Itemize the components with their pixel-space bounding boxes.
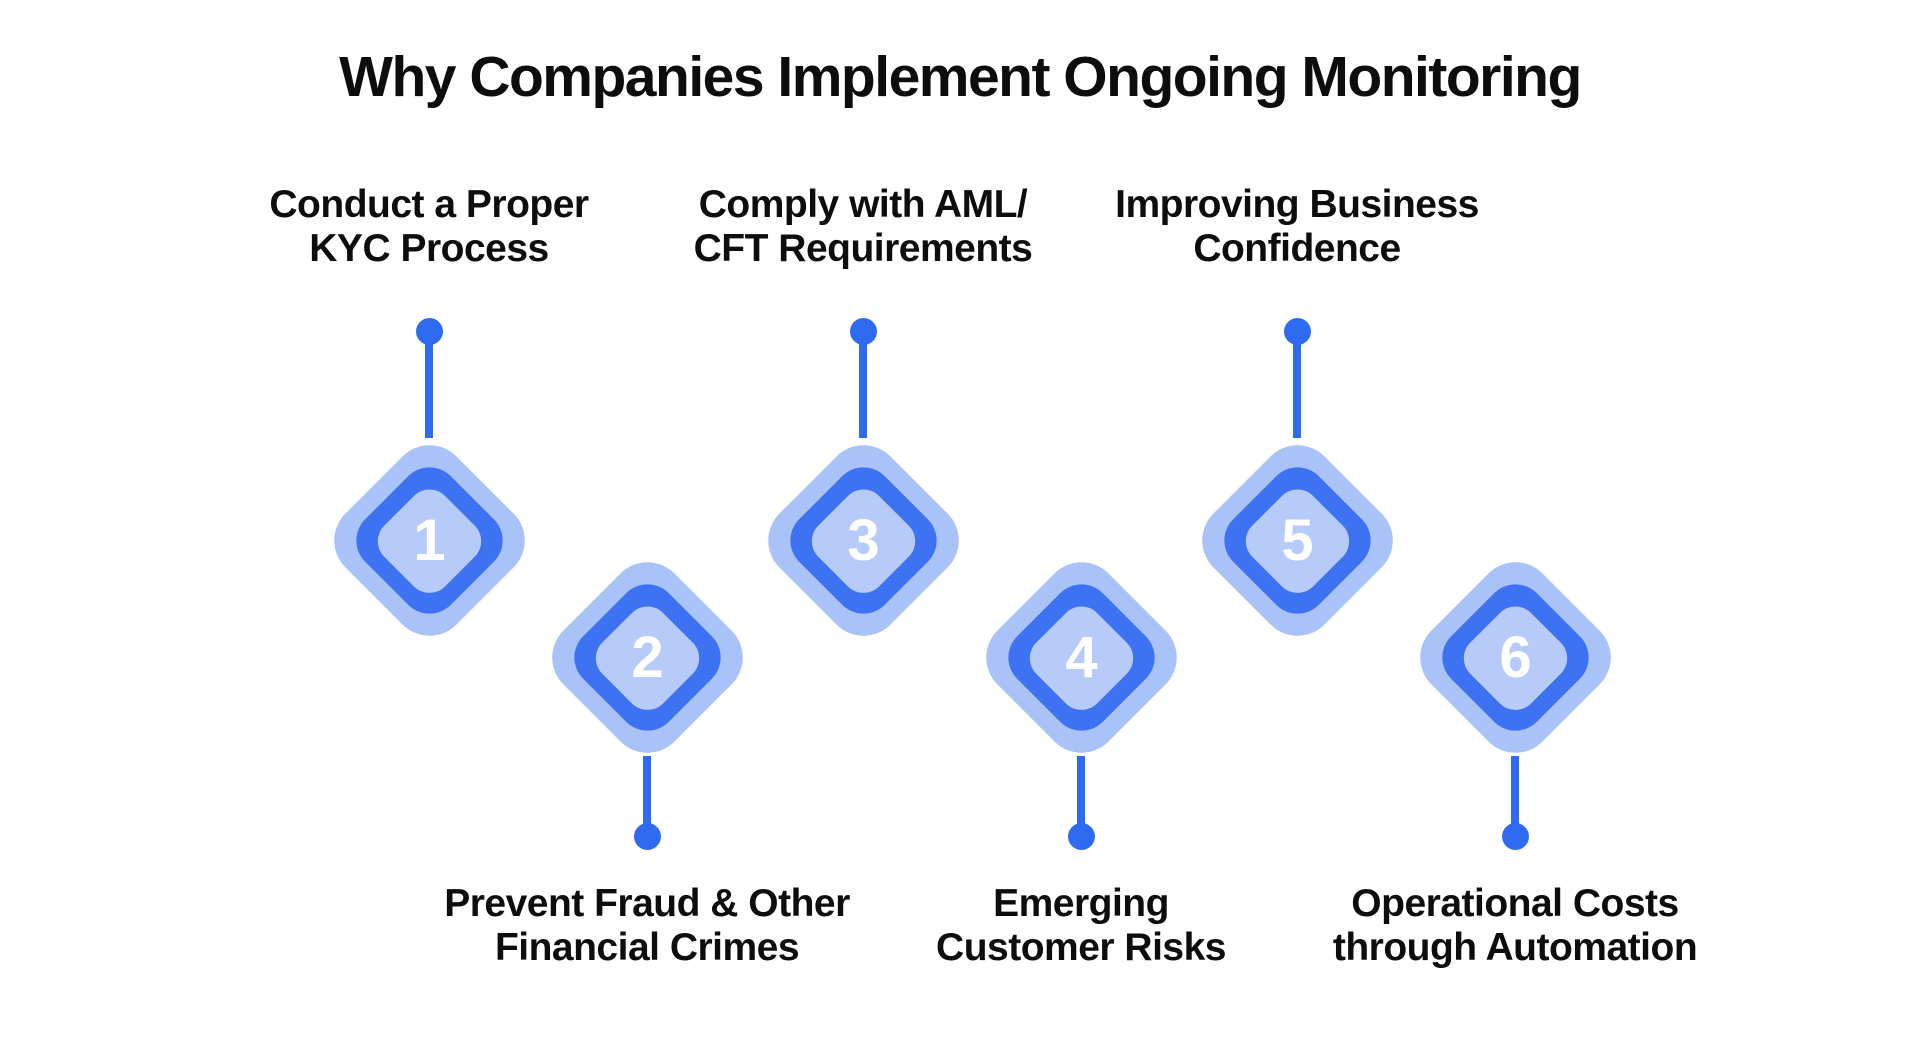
step-diamond-3: 3 [752, 429, 975, 652]
step-label-6: Operational Costs through Automation [1332, 882, 1698, 970]
connector-line [859, 336, 867, 438]
step-label-1: Conduct a Proper KYC Process [269, 183, 589, 271]
page-title: Why Companies Implement Ongoing Monitori… [339, 45, 1582, 109]
step-number-3: 3 [847, 508, 880, 573]
step-number-1: 1 [413, 508, 446, 573]
connector-dot-icon [1068, 823, 1095, 850]
step-number-2: 2 [631, 625, 664, 690]
connector-line [1077, 756, 1085, 826]
step-label-5: Improving Business Confidence [1115, 183, 1479, 271]
step-number-5: 5 [1281, 508, 1314, 573]
step-number-4: 4 [1065, 625, 1098, 690]
step-diamond-2: 2 [536, 546, 759, 769]
connector-line [1511, 756, 1519, 826]
step-diamond-4: 4 [970, 546, 1193, 769]
step-number-6: 6 [1499, 625, 1532, 690]
connector-dot-icon [1502, 823, 1529, 850]
connector-line [643, 756, 651, 826]
connector-dot-icon [634, 823, 661, 850]
step-label-2: Prevent Fraud & Other Financial Crimes [444, 882, 850, 970]
step-diamond-5: 5 [1186, 429, 1409, 652]
step-label-3: Comply with AML/ CFT Requirements [693, 183, 1033, 271]
connector-line [425, 336, 433, 438]
step-diamond-6: 6 [1404, 546, 1627, 769]
connector-line [1293, 336, 1301, 438]
step-diamond-1: 1 [318, 429, 541, 652]
step-label-4: Emerging Customer Risks [936, 882, 1226, 970]
